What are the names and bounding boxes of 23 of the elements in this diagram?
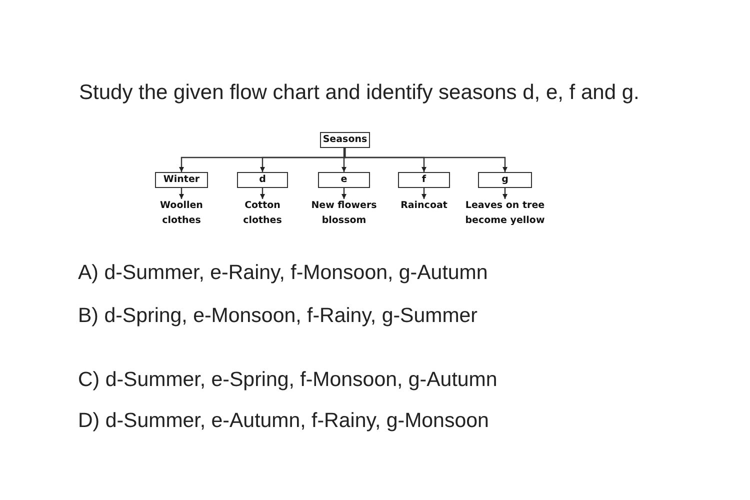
flowchart-box: g (478, 172, 532, 188)
flowchart-box: f (398, 172, 450, 188)
answer-option: A) d-Summer, e-Rainy, f-Monsoon, g-Autumn (78, 261, 488, 285)
arrow (344, 148, 508, 172)
example-text: Cotton clothes (234, 199, 290, 228)
question-text: Study the given flow chart and identify seasons d, e, f and g. (79, 81, 640, 105)
example-text: Leaves on tree become yellow (457, 199, 553, 228)
flowchart-box: Seasons (320, 132, 370, 148)
answer-option: C) d-Summer, e-Spring, f-Monsoon, g-Autumn (78, 368, 498, 392)
flowchart-box: Winter (155, 172, 208, 188)
arrow (342, 188, 346, 199)
answer-option: B) d-Spring, e-Monsoon, f-Rainy, g-Summer (78, 304, 478, 328)
arrow (422, 188, 426, 199)
arrow (502, 188, 508, 199)
answer-option: D) d-Summer, e-Autumn, f-Rainy, g-Monsoon (78, 409, 489, 433)
arrow (179, 188, 184, 199)
example-text: New flowers blossom (302, 199, 386, 228)
arrow (342, 148, 346, 172)
flowchart-box: e (318, 172, 370, 188)
arrow (260, 188, 265, 199)
flowchart-box: d (237, 172, 288, 188)
example-text: Woollen clothes (152, 199, 212, 228)
example-text: Raincoat (394, 199, 454, 214)
